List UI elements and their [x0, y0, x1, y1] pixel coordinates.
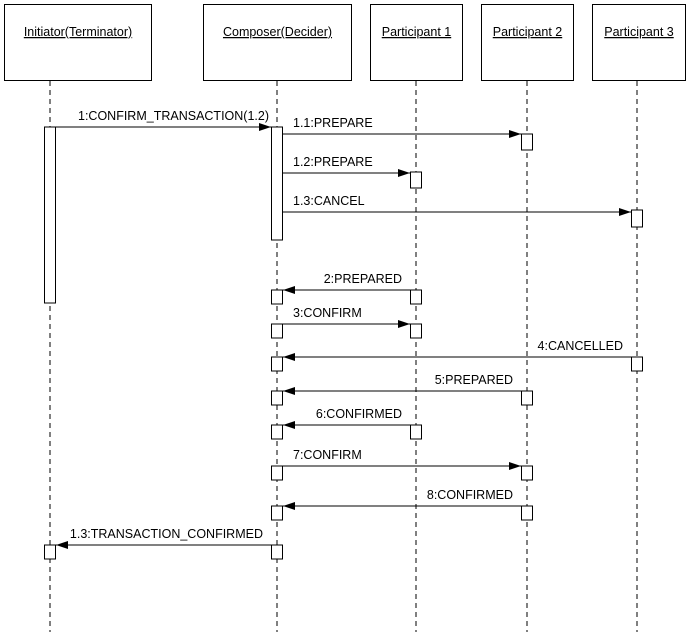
activation-bar	[271, 544, 283, 560]
message-arrow: 1.3:CANCEL	[283, 194, 631, 216]
message-label: 7:CONFIRM	[293, 448, 362, 462]
participant-name: Participant 3	[604, 25, 674, 39]
arrowhead-icon	[283, 286, 295, 294]
message-arrow: 7:CONFIRM	[283, 448, 521, 470]
activation-bar	[44, 126, 56, 304]
activation-bar	[410, 424, 422, 440]
participant-name: Composer(Decider)	[223, 25, 332, 39]
message-arrow: 8:CONFIRMED	[283, 488, 521, 510]
activation-bar	[521, 133, 533, 151]
arrowhead-icon	[283, 387, 295, 395]
message-label: 1.2:PREPARE	[293, 155, 373, 169]
activation-bar	[271, 465, 283, 481]
activation-bar	[271, 323, 283, 339]
message-arrow: 6:CONFIRMED	[283, 407, 410, 429]
participant-name: Participant 2	[493, 25, 563, 39]
participant-name: Participant 1	[382, 25, 452, 39]
arrowhead-icon	[398, 169, 410, 177]
message-arrow: 1.1:PREPARE	[283, 116, 521, 138]
lifeline-head-p3: Participant 3	[592, 4, 686, 81]
activation-bar	[521, 505, 533, 521]
activation-bar	[271, 126, 283, 241]
arrowhead-icon	[619, 208, 631, 216]
lifeline-head-p2: Participant 2	[481, 4, 574, 81]
arrowhead-icon	[283, 502, 295, 510]
message-arrow: 1:CONFIRM_TRANSACTION(1.2)	[56, 109, 271, 131]
activation-bar	[410, 289, 422, 305]
activation-bar	[410, 323, 422, 339]
message-arrow: 5:PREPARED	[283, 373, 521, 395]
message-arrow: 4:CANCELLED	[283, 339, 631, 361]
message-label: 5:PREPARED	[435, 373, 513, 387]
activation-bar	[631, 209, 643, 228]
message-label: 4:CANCELLED	[538, 339, 623, 353]
activation-bar	[271, 505, 283, 521]
lifeline-head-initiator: Initiator(Terminator)	[4, 4, 152, 81]
message-label: 2:PREPARED	[324, 272, 402, 286]
message-arrow: 1.3:TRANSACTION_CONFIRMED	[56, 527, 271, 549]
message-label: 6:CONFIRMED	[316, 407, 402, 421]
message-arrow: 1.2:PREPARE	[283, 155, 410, 177]
activation-bar	[631, 356, 643, 372]
message-label: 1.3:CANCEL	[293, 194, 365, 208]
message-arrow: 2:PREPARED	[283, 272, 410, 294]
participant-name: Initiator(Terminator)	[24, 25, 132, 39]
arrowhead-icon	[509, 130, 521, 138]
activation-bar	[271, 390, 283, 406]
message-label: 1.3:TRANSACTION_CONFIRMED	[70, 527, 263, 541]
arrowhead-icon	[56, 541, 68, 549]
activation-bar	[521, 465, 533, 481]
activation-bar	[271, 356, 283, 372]
arrowhead-icon	[509, 462, 521, 470]
message-label: 1.1:PREPARE	[293, 116, 373, 130]
activation-bar	[44, 544, 56, 560]
activation-bar	[521, 390, 533, 406]
activation-bar	[410, 171, 422, 189]
arrowhead-icon	[259, 123, 271, 131]
activation-bar	[271, 424, 283, 440]
activation-bar	[271, 289, 283, 305]
arrowhead-icon	[283, 421, 295, 429]
arrowhead-icon	[283, 353, 295, 361]
message-label: 8:CONFIRMED	[427, 488, 513, 502]
message-label: 3:CONFIRM	[293, 306, 362, 320]
lifeline-head-composer: Composer(Decider)	[203, 4, 352, 81]
message-label: 1:CONFIRM_TRANSACTION(1.2)	[78, 109, 269, 123]
lifeline-head-p1: Participant 1	[370, 4, 463, 81]
arrowhead-icon	[398, 320, 410, 328]
message-arrow: 3:CONFIRM	[283, 306, 410, 328]
